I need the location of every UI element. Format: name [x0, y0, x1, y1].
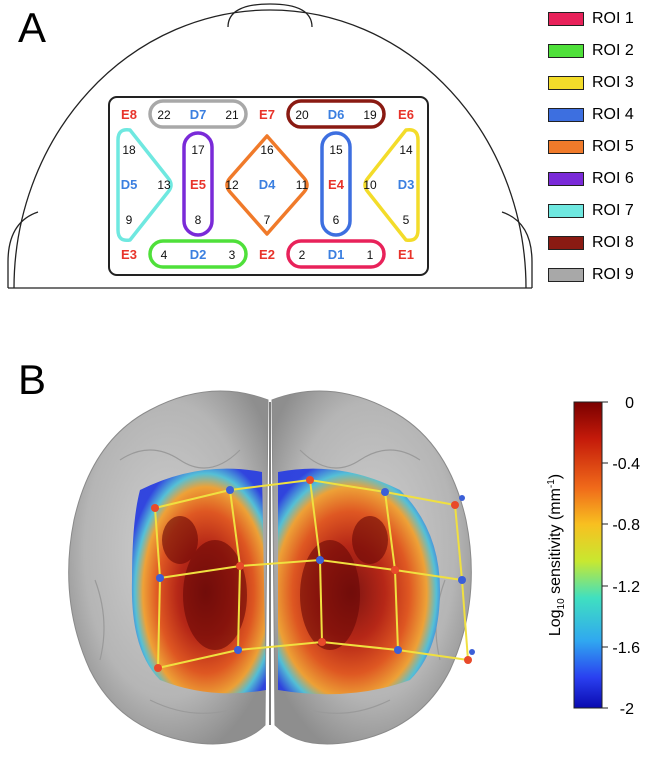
- channel-5: 5: [403, 213, 410, 227]
- detector-d2: D2: [190, 247, 207, 262]
- colorbar: 0 -0.4 -0.8 -1.2 -1.6 -2 Log10 sensitivi…: [546, 395, 640, 718]
- channel-2: 2: [299, 248, 306, 262]
- head-outline: [13, 9, 527, 289]
- probe-layout-diagram: E8 E7 E6 E5 E4 E3 E2 E1 D7 D6 D5 D4 D3 D…: [7, 3, 533, 289]
- channel-7: 7: [264, 213, 271, 227]
- emitter-e5: E5: [190, 177, 206, 192]
- legend-item-roi-8: ROI 8: [548, 234, 634, 252]
- channel-6: 6: [333, 213, 340, 227]
- left-ear: [7, 211, 39, 288]
- legend-swatch: [548, 268, 584, 282]
- legend-swatch: [548, 204, 584, 218]
- sensitivity-core: [162, 516, 388, 650]
- right-ear: [501, 211, 533, 288]
- legend-swatch: [548, 172, 584, 186]
- roi-8-shape: [286, 99, 386, 129]
- legend-label: ROI 7: [592, 202, 634, 219]
- colorbar-gradient: [573, 401, 603, 709]
- legend-label: ROI 5: [592, 138, 634, 155]
- legend-swatch: [548, 12, 584, 26]
- channel-11: 11: [296, 178, 309, 192]
- legend-label: ROI 2: [592, 42, 634, 59]
- legend-item-roi-2: ROI 2: [548, 42, 634, 60]
- legend-label: ROI 4: [592, 106, 634, 123]
- emitter-e2: E2: [259, 247, 275, 262]
- colorbar-tick-2: -0.8: [612, 517, 640, 534]
- channel-13: 13: [157, 178, 171, 192]
- emitter-e6: E6: [398, 107, 414, 122]
- detector-d3: D3: [398, 177, 415, 192]
- colorbar-tick-0: 0: [625, 395, 634, 412]
- channel-9: 9: [126, 213, 133, 227]
- legend-swatch: [548, 140, 584, 154]
- colorbar-tick-1: -0.4: [612, 456, 640, 473]
- channel-22: 22: [157, 108, 171, 122]
- roi-9-shape: [148, 99, 248, 129]
- legend-swatch: [548, 44, 584, 58]
- colorbar-tick-5: -2: [620, 701, 634, 718]
- channel-8: 8: [195, 213, 202, 227]
- legend-item-roi-4: ROI 4: [548, 106, 634, 124]
- legend-item-roi-6: ROI 6: [548, 170, 634, 188]
- emitter-e4: E4: [328, 177, 345, 192]
- roi-4-shape: [320, 131, 352, 237]
- channel-20: 20: [295, 108, 309, 122]
- roi-2-shape: [148, 239, 248, 269]
- legend-item-roi-1: ROI 1: [548, 10, 634, 28]
- colorbar-tick-3: -1.2: [612, 579, 640, 596]
- legend-label: ROI 1: [592, 10, 634, 27]
- legend-item-roi-9: ROI 9: [548, 266, 634, 284]
- channel-16: 16: [260, 143, 274, 157]
- detector-d7: D7: [190, 107, 207, 122]
- legend-item-roi-5: ROI 5: [548, 138, 634, 156]
- detector-d5: D5: [121, 177, 138, 192]
- detector-d4: D4: [259, 177, 276, 192]
- colorbar-axis-label: Log10 sensitivity (mm-1): [546, 474, 567, 636]
- legend-swatch: [548, 236, 584, 250]
- roi-5-shape: [225, 134, 309, 236]
- legend-label: ROI 9: [592, 266, 634, 283]
- channel-18: 18: [122, 143, 136, 157]
- detector-d1: D1: [328, 247, 345, 262]
- channel-21: 21: [225, 108, 239, 122]
- legend-item-roi-7: ROI 7: [548, 202, 634, 220]
- emitter-e1: E1: [398, 247, 414, 262]
- detector-d6: D6: [328, 107, 345, 122]
- roi-3-shape: [363, 127, 420, 243]
- channel-4: 4: [161, 248, 168, 262]
- brain-sensitivity-render: [68, 390, 475, 745]
- emitter-e7: E7: [259, 107, 275, 122]
- emitter-e3: E3: [121, 247, 137, 262]
- legend-swatch: [548, 76, 584, 90]
- legend-swatch: [548, 108, 584, 122]
- legend-label: ROI 6: [592, 170, 634, 187]
- panel-b-letter: B: [18, 356, 47, 403]
- channel-3: 3: [229, 248, 236, 262]
- channel-10: 10: [363, 178, 377, 192]
- colorbar-tick-4: -1.6: [612, 640, 640, 657]
- optode-markers: [151, 476, 475, 672]
- roi-7-shape: [116, 127, 173, 243]
- legend-label: ROI 3: [592, 74, 634, 91]
- roi-1-shape: [286, 239, 386, 269]
- legend-item-roi-3: ROI 3: [548, 74, 634, 92]
- roi-6-shape: [182, 131, 214, 237]
- channel-12: 12: [225, 178, 239, 192]
- panel-a-letter: A: [18, 4, 47, 51]
- channel-17: 17: [191, 143, 205, 157]
- channel-19: 19: [363, 108, 377, 122]
- channel-14: 14: [399, 143, 413, 157]
- emitter-e8: E8: [121, 107, 137, 122]
- nose-bump: [227, 3, 313, 28]
- legend-label: ROI 8: [592, 234, 634, 251]
- channel-1: 1: [367, 248, 374, 262]
- channel-15: 15: [329, 143, 343, 157]
